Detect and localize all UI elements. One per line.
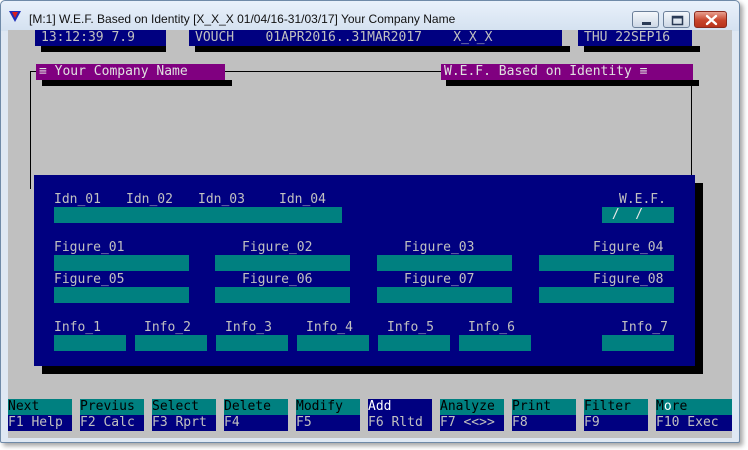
maximize-icon	[671, 15, 684, 26]
fkey-top-label-part: M	[656, 399, 664, 414]
fkey-modify[interactable]: Modify F5	[296, 399, 360, 431]
strip-shadow	[195, 46, 570, 52]
figure-07-field[interactable]	[377, 287, 512, 303]
fkey-add-related[interactable]: Add F6 Rltd	[368, 399, 432, 431]
info-4-field[interactable]	[297, 335, 369, 351]
label-figure-04: Figure_04	[593, 240, 664, 255]
voucher-period: VOUCH 01APR2016..31MAR2017 X_X_X	[189, 30, 562, 46]
fkey-more-exec[interactable]: More F10 Exec	[656, 399, 732, 431]
fkey-bottom-label: F5	[296, 415, 360, 431]
fkey-filter[interactable]: Filter F9	[584, 399, 648, 431]
tag-shadow	[446, 80, 699, 86]
fkey-next-help[interactable]: Next F1 Help	[8, 399, 72, 431]
fkey-bottom-label: F2 Calc	[80, 415, 144, 431]
maximize-button[interactable]	[663, 11, 690, 28]
info-6-field[interactable]	[459, 335, 531, 351]
app-logo-icon[interactable]	[9, 11, 21, 22]
figure-05-field[interactable]	[54, 287, 189, 303]
minimize-icon	[642, 22, 651, 25]
label-info-4: Info_4	[306, 320, 353, 335]
panel-shadow	[42, 366, 703, 374]
fkey-bottom-label: F4	[224, 415, 288, 431]
fkey-bottom-label: F10 Exec	[656, 415, 732, 431]
label-info-1: Info_1	[54, 320, 101, 335]
figure-04-field[interactable]	[539, 255, 674, 271]
fkey-top-label: Select	[152, 399, 216, 415]
figure-06-field[interactable]	[215, 287, 350, 303]
current-date: THU 22SEP16	[578, 30, 692, 46]
window-title: [M:1] W.E.F. Based on Identity [X_X_X 01…	[29, 12, 456, 26]
terminal-screen: 13:12:39 7.9 VOUCH 01APR2016..31MAR2017 …	[8, 30, 732, 438]
label-idn-01: Idn_01	[54, 192, 101, 207]
label-info-5: Info_5	[387, 320, 434, 335]
title-bar[interactable]: [M:1] W.E.F. Based on Identity [X_X_X 01…	[1, 1, 739, 31]
fkey-bottom-label: F3 Rprt	[152, 415, 216, 431]
info-1-field[interactable]	[54, 335, 126, 351]
fkey-top-label-part: re	[671, 399, 688, 414]
fkey-previous-calc[interactable]: Previus F2 Calc	[80, 399, 144, 431]
fkey-select-report[interactable]: Select F3 Rprt	[152, 399, 216, 431]
info-2-field[interactable]	[135, 335, 207, 351]
info-3-field[interactable]	[216, 335, 288, 351]
fkey-top-label: Next	[8, 399, 72, 415]
label-info-7: Info_7	[621, 320, 668, 335]
label-figure-07: Figure_07	[404, 272, 475, 287]
label-idn-03: Idn_03	[198, 192, 245, 207]
strip-shadow	[584, 46, 700, 52]
close-button[interactable]	[694, 11, 727, 28]
fkey-top-label: Modify	[296, 399, 360, 415]
figure-03-field[interactable]	[377, 255, 512, 271]
screen-title-tag: W.E.F. Based on Identity ≡	[441, 64, 693, 80]
clock-version: 13:12:39 7.9	[35, 30, 166, 46]
label-figure-03: Figure_03	[404, 240, 475, 255]
label-info-6: Info_6	[468, 320, 515, 335]
label-info-2: Info_2	[144, 320, 191, 335]
label-figure-05: Figure_05	[54, 272, 125, 287]
wef-date-field[interactable]	[602, 207, 674, 223]
label-figure-01: Figure_01	[54, 240, 125, 255]
label-idn-02: Idn_02	[126, 192, 173, 207]
label-idn-04: Idn_04	[279, 192, 326, 207]
label-figure-06: Figure_06	[242, 272, 313, 287]
fkey-bottom-label: F8	[512, 415, 576, 431]
fkey-top-label: Delete	[224, 399, 288, 415]
fkey-top-label: Add	[368, 399, 432, 415]
label-info-3: Info_3	[225, 320, 272, 335]
info-5-field[interactable]	[378, 335, 450, 351]
fkey-delete[interactable]: Delete F4	[224, 399, 288, 431]
figure-01-field[interactable]	[54, 255, 189, 271]
screen-frame	[30, 71, 692, 189]
figure-08-field[interactable]	[539, 287, 674, 303]
fkey-analyze[interactable]: Analyze F7 <<>>	[440, 399, 504, 431]
identity-field[interactable]	[54, 207, 342, 223]
fkey-bottom-label: F6 Rltd	[368, 415, 432, 431]
fkey-top-label: Print	[512, 399, 576, 415]
label-figure-08: Figure_08	[593, 272, 664, 287]
fkey-top-label: Previus	[80, 399, 144, 415]
close-icon	[705, 14, 718, 26]
fkey-top-label: Analyze	[440, 399, 504, 415]
fkey-top-label: Filter	[584, 399, 648, 415]
tag-shadow	[42, 80, 232, 86]
entry-form-panel: Idn_01 Idn_02 Idn_03 Idn_04 W.E.F. Figur…	[34, 175, 695, 366]
fkey-bottom-label: F7 <<>>	[440, 415, 504, 431]
label-wef: W.E.F.	[619, 192, 666, 207]
minimize-button[interactable]	[632, 11, 659, 28]
info-7-field[interactable]	[602, 335, 674, 351]
fkey-bottom-label: F9	[584, 415, 648, 431]
application-window: [M:1] W.E.F. Based on Identity [X_X_X 01…	[0, 0, 740, 443]
panel-shadow	[695, 183, 703, 374]
fkey-print[interactable]: Print F8	[512, 399, 576, 431]
strip-shadow	[41, 46, 166, 52]
label-figure-02: Figure_02	[242, 240, 313, 255]
fkey-top-label: More	[656, 399, 732, 415]
company-name-tag: ≡ Your Company Name	[36, 64, 225, 80]
fkey-hotkey-letter: o	[663, 399, 672, 414]
fkey-bottom-label: F1 Help	[8, 415, 72, 431]
figure-02-field[interactable]	[215, 255, 350, 271]
